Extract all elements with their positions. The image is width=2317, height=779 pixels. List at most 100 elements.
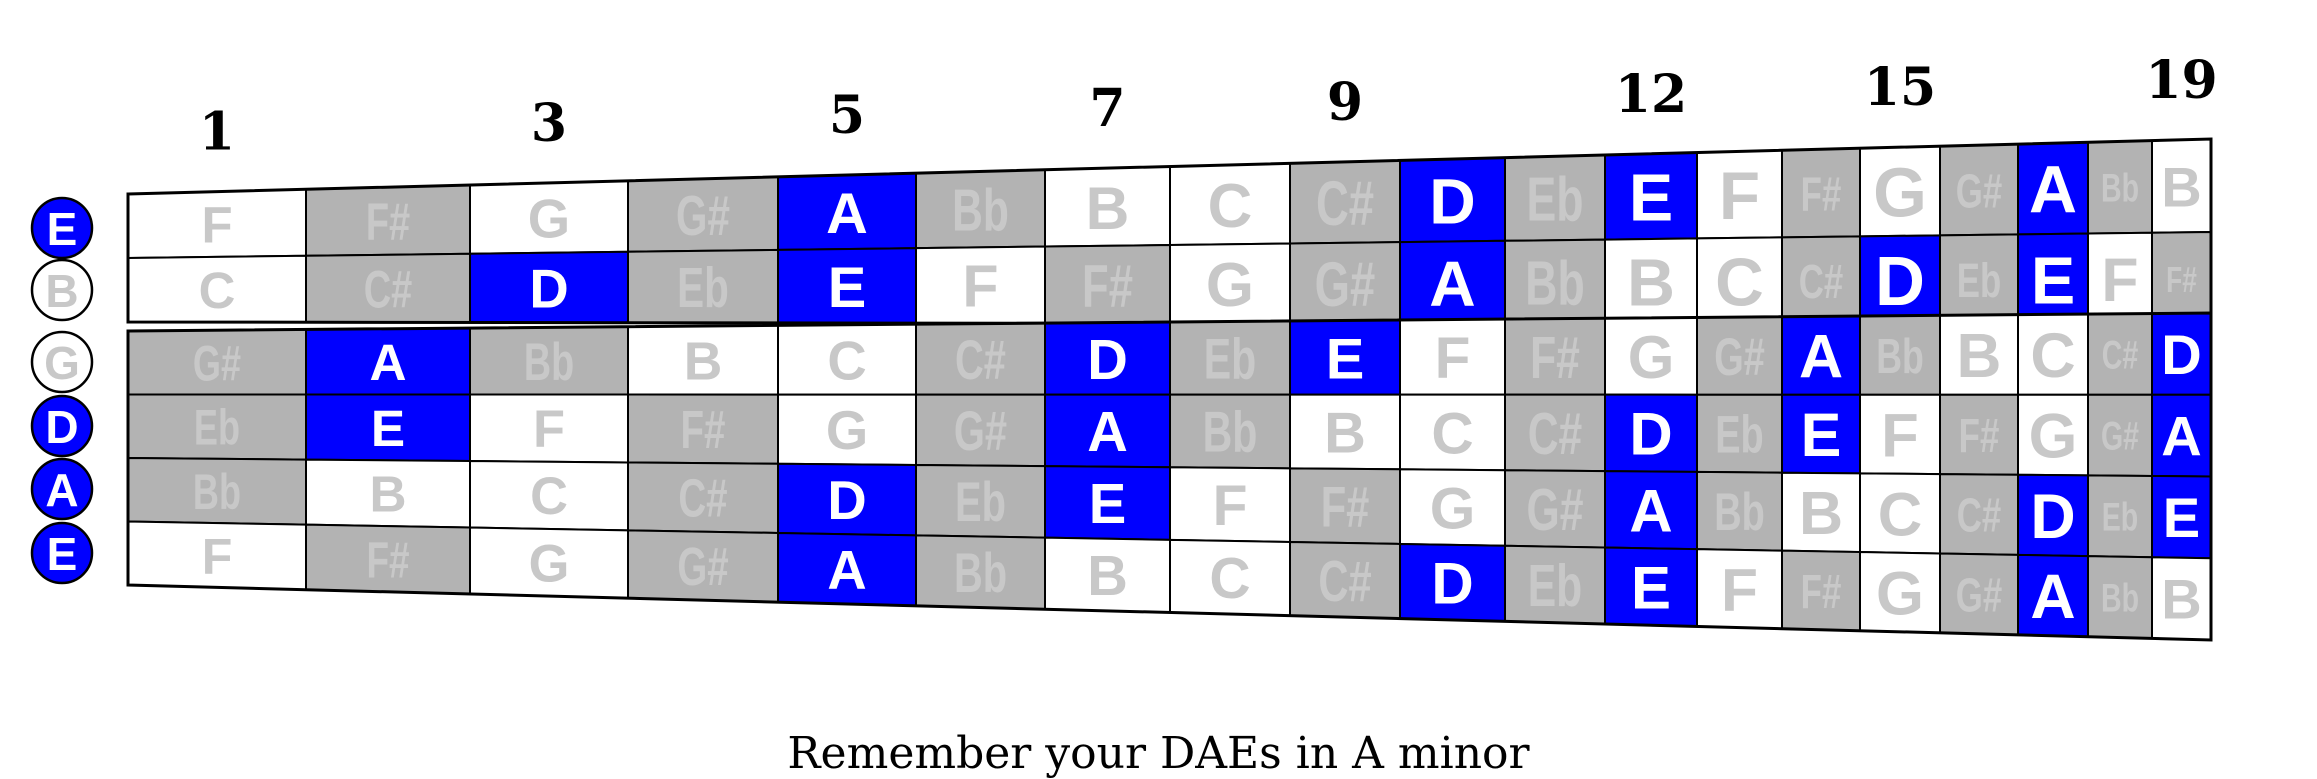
note-label: G# <box>677 537 728 597</box>
note-label: B <box>1957 322 2002 391</box>
note-label: C# <box>1316 168 1374 239</box>
open-string-circle <box>30 457 94 521</box>
fret-number: 1 <box>199 102 235 163</box>
open-string-label: D <box>45 401 78 453</box>
note-label: A <box>827 540 866 601</box>
note-label: G# <box>1956 568 2002 622</box>
note-label: F# <box>681 400 726 460</box>
note-label: D <box>827 470 866 531</box>
note-label: A <box>1429 248 1475 320</box>
note-label: Bb <box>1714 482 1765 542</box>
note-label: E <box>371 400 405 457</box>
note-label: B <box>1087 544 1128 607</box>
note-label: E <box>1326 327 1365 391</box>
note-label: G# <box>676 186 730 248</box>
open-string-label: G <box>44 337 80 389</box>
note-label: Eb <box>194 400 240 456</box>
fret-number: 5 <box>829 85 865 146</box>
note-label: Bb <box>1876 329 1924 384</box>
note-label: B <box>369 466 406 523</box>
note-label: B <box>684 333 723 392</box>
note-label: G# <box>1714 327 1765 387</box>
note-label: B <box>1086 174 1130 242</box>
note-label: G# <box>954 401 1007 463</box>
note-label: A <box>1087 400 1128 463</box>
open-string-circle <box>30 521 94 585</box>
string-group-frame <box>126 311 2213 642</box>
note-label: G <box>528 188 570 249</box>
note-label: F <box>201 197 232 254</box>
note-label: A <box>2030 562 2075 632</box>
note-label: C <box>2030 321 2075 391</box>
note-label: C <box>827 330 866 391</box>
note-label: F <box>1721 556 1758 624</box>
fret-number: 15 <box>1864 57 1936 118</box>
note-label: F <box>1213 474 1248 538</box>
note-label: F <box>1719 159 1760 234</box>
open-string-label: E <box>47 528 78 580</box>
open-string-circle <box>30 394 94 458</box>
caption: Remember your DAEs in A minor <box>787 728 1530 779</box>
note-label: E <box>828 256 867 320</box>
note-label: C <box>530 468 568 526</box>
note-label: G <box>1876 559 1924 628</box>
note-label: F <box>1881 401 1919 470</box>
open-string-circle <box>30 258 94 322</box>
note-label: C# <box>678 468 727 528</box>
note-label: Eb <box>1526 165 1583 234</box>
note-label: D <box>1629 401 1672 468</box>
note-label: G <box>1873 153 1927 231</box>
note-label: C <box>1209 547 1250 611</box>
note-label: G# <box>1315 249 1376 320</box>
fret-number: 7 <box>1089 78 1125 139</box>
note-label: C <box>199 262 236 319</box>
note-label: A <box>1629 478 1672 545</box>
note-label: F# <box>1959 408 2000 462</box>
note-label: D <box>1875 242 1925 320</box>
note-label: F <box>1435 326 1471 391</box>
open-string-label: E <box>47 203 78 255</box>
note-label: Bb <box>2101 577 2139 621</box>
open-string-circle <box>30 330 94 394</box>
note-label: A <box>2029 154 2077 228</box>
note-label: A <box>2161 405 2201 468</box>
note-label: D <box>2030 482 2075 552</box>
note-label: E <box>1631 554 1671 621</box>
note-label: C <box>1878 480 1923 549</box>
note-label: D <box>2161 323 2201 386</box>
note-label: Eb <box>677 258 729 320</box>
note-label: F# <box>366 192 410 252</box>
note-label: D <box>1087 328 1128 391</box>
note-label: G# <box>1956 164 2002 218</box>
open-string-circle <box>30 196 94 260</box>
note-label: E <box>2163 486 2200 549</box>
note-label: Bb <box>524 333 574 392</box>
fret-number: 3 <box>531 93 567 154</box>
note-label: A <box>1799 323 1843 391</box>
note-label: G <box>529 535 570 593</box>
note-label: B <box>1627 247 1675 321</box>
note-label: F# <box>1082 252 1133 320</box>
open-string-label: B <box>45 265 78 317</box>
note-label: C <box>1431 401 1473 466</box>
note-label: D <box>1429 165 1475 237</box>
note-label: B <box>2161 155 2201 218</box>
note-label: A <box>826 182 868 246</box>
note-label: C# <box>1318 548 1371 613</box>
note-label: Bb <box>1203 400 1258 464</box>
note-label: A <box>369 334 406 391</box>
note-label: C# <box>1528 400 1583 467</box>
fret-number: 12 <box>1615 64 1687 125</box>
note-label: C# <box>2102 334 2139 378</box>
note-label: Bb <box>1525 249 1585 318</box>
note-label: F <box>533 401 565 459</box>
note-label: F# <box>1321 474 1370 539</box>
note-label: G <box>826 400 868 461</box>
note-label: F# <box>366 533 409 589</box>
open-string-label: A <box>45 464 78 516</box>
note-label: D <box>529 258 568 319</box>
note-label: Eb <box>1715 404 1763 464</box>
note-label: Bb <box>954 543 1007 605</box>
note-label: F <box>962 253 998 320</box>
